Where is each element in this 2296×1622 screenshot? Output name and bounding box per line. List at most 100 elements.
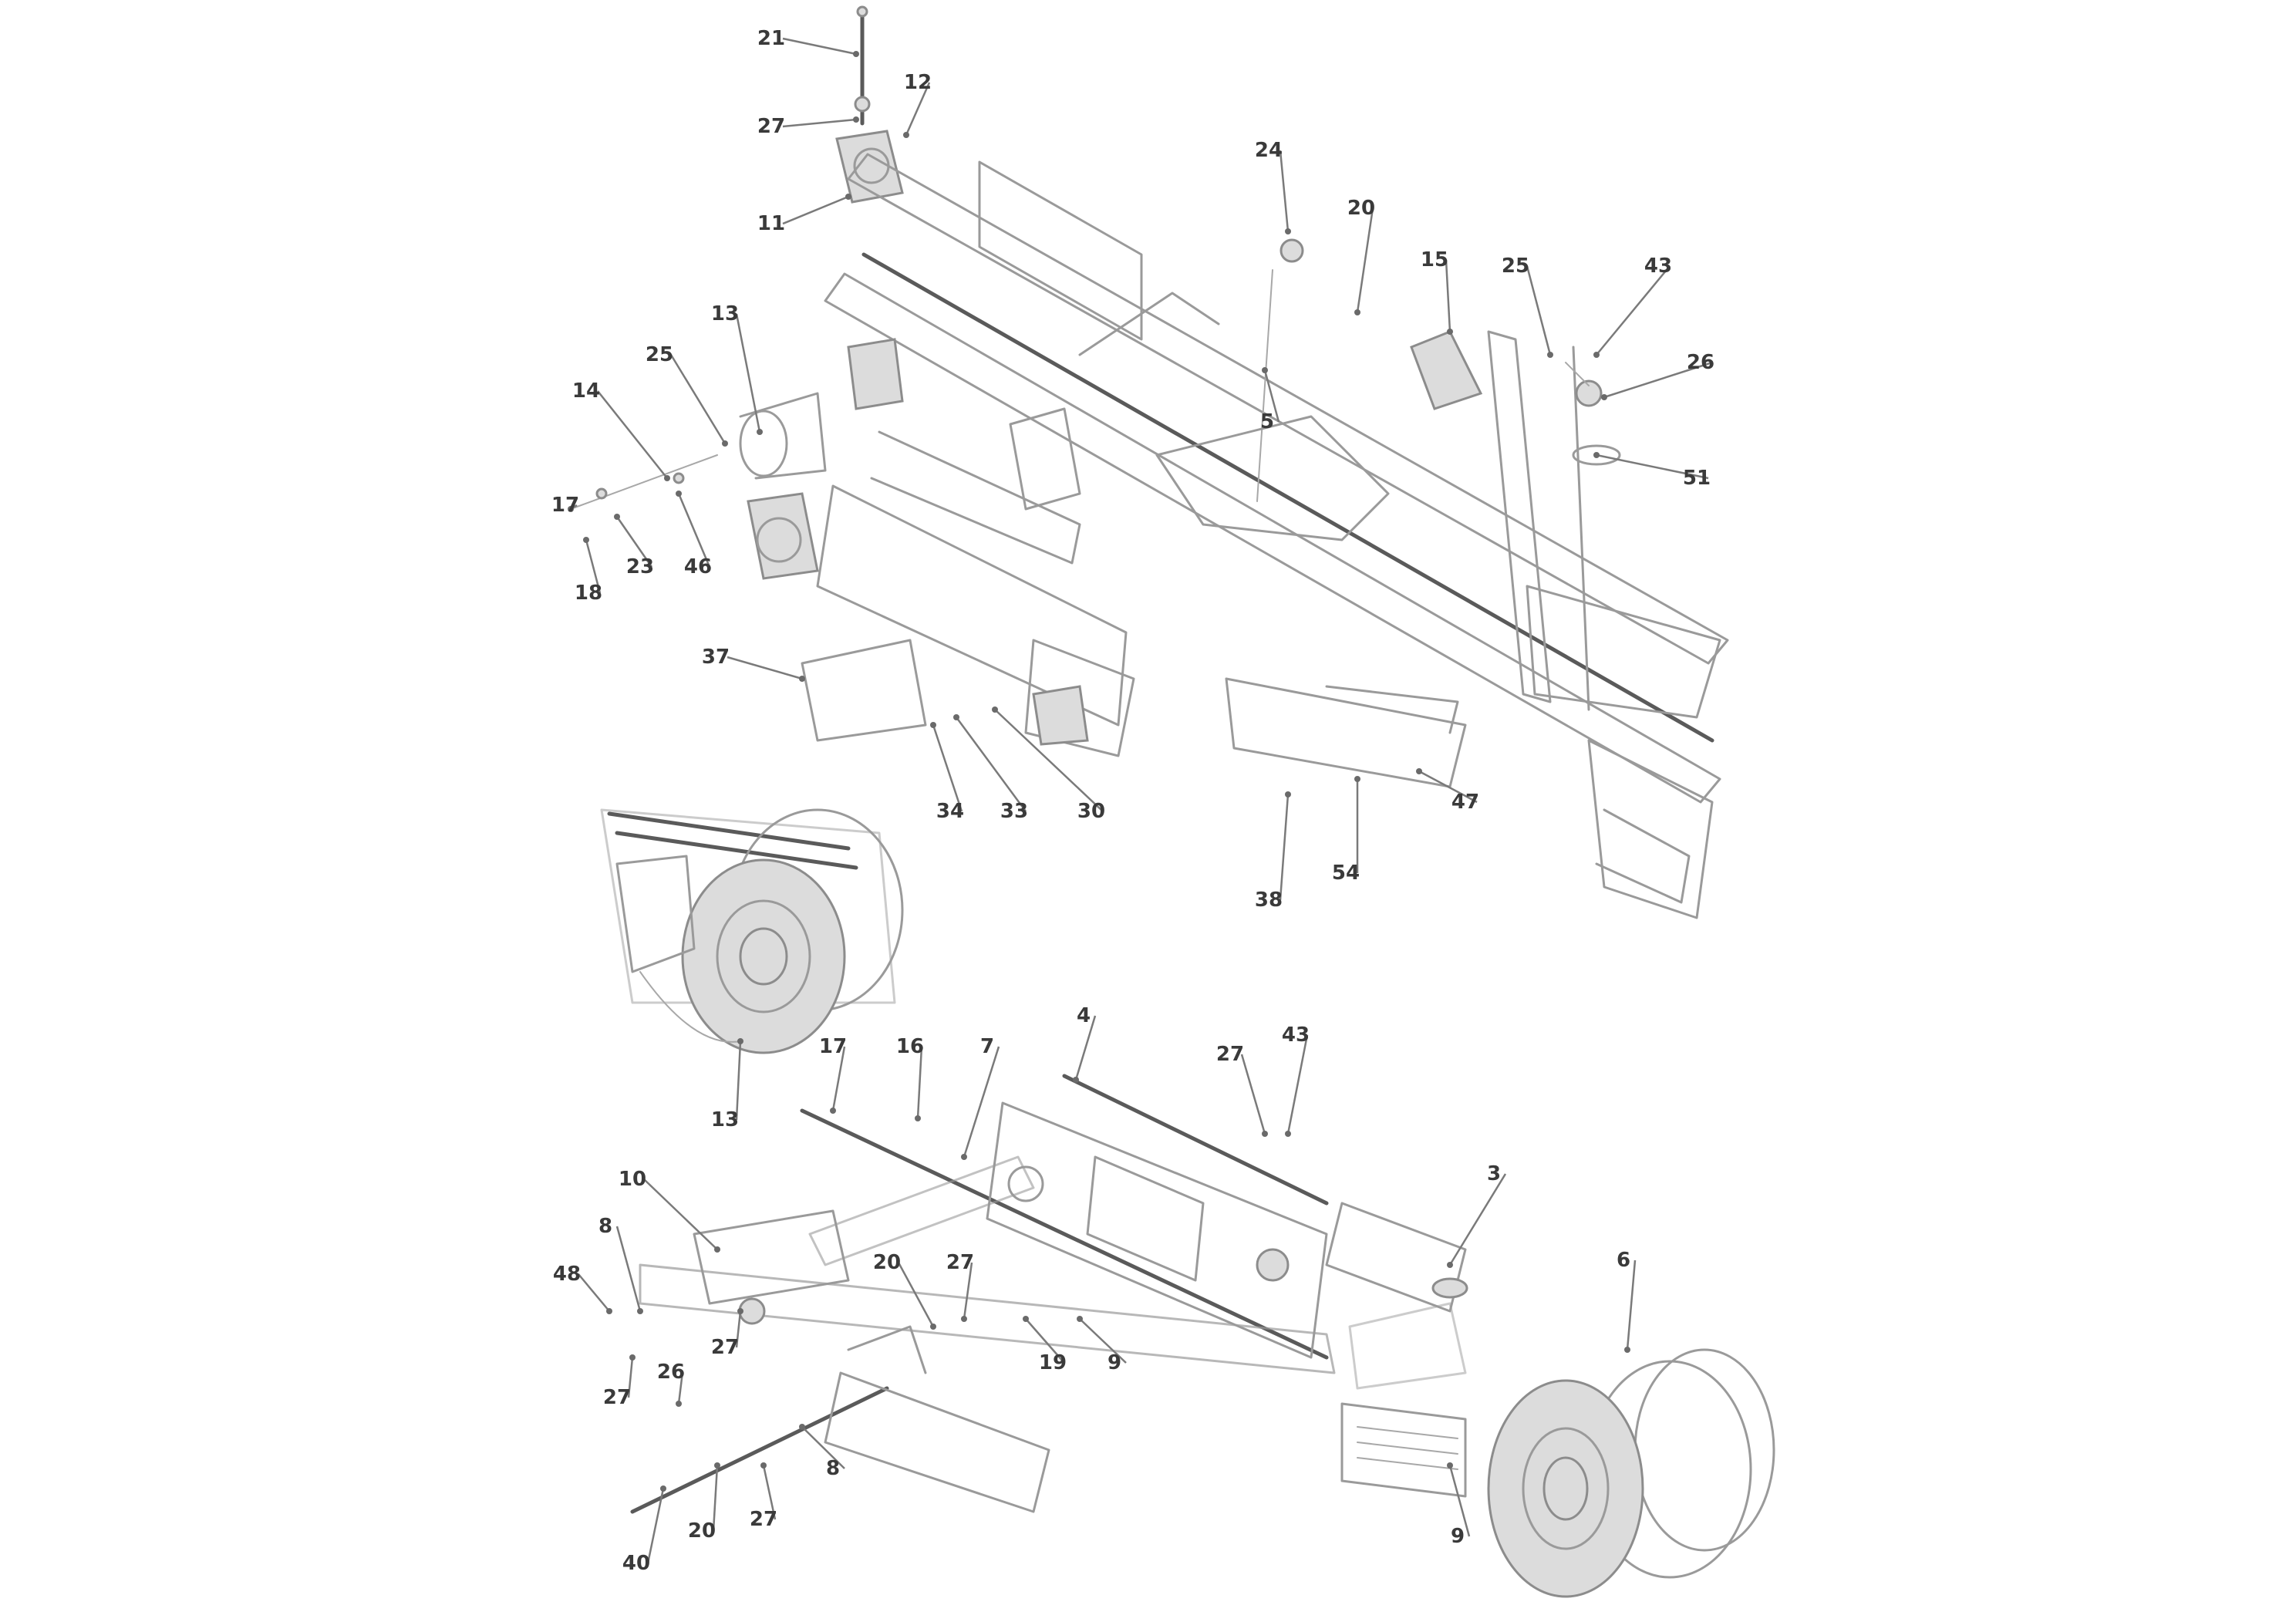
leader-line-c-top-18	[585, 539, 602, 594]
leader-line-c-bot-27d	[627, 1357, 634, 1398]
callout-c-bot-9b: 9	[1451, 1525, 1465, 1548]
leader-dot-c-top-34	[930, 722, 936, 728]
callout-c-top-30: 30	[1077, 800, 1105, 823]
leader-dot-c-bot-27e	[760, 1462, 767, 1469]
callout-c-top-33: 33	[1000, 800, 1028, 823]
leader-line-c-bot-40	[646, 1488, 665, 1564]
callout-c-bot-8b: 8	[826, 1457, 840, 1480]
leader-line-c-bot-27b	[963, 1262, 973, 1320]
callout-c-bot-27b: 27	[946, 1251, 974, 1274]
leader-line-c-bot-43	[1286, 1034, 1309, 1135]
leader-line-c-bot-6	[1626, 1259, 1637, 1351]
callout-c-bot-27c: 27	[711, 1336, 739, 1359]
leader-dot-c-top-25b	[722, 440, 728, 447]
callout-c-top-38: 38	[1255, 889, 1283, 912]
leader-line-c-top-15	[1445, 259, 1451, 332]
leader-line-c-bot-20	[897, 1262, 935, 1327]
leader-line-c-bot-27	[1240, 1054, 1266, 1135]
leader-line-c-bot-3	[1448, 1173, 1507, 1266]
callout-c-bot-19: 19	[1039, 1351, 1067, 1374]
leader-dot-c-top-15	[1447, 329, 1453, 335]
leader-line-c-mid-13	[735, 1040, 742, 1121]
leader-dot-c-bot-43	[1285, 1131, 1291, 1137]
leader-line-c-top-38	[1279, 794, 1290, 901]
leader-line-c-bot-27e	[762, 1465, 777, 1520]
callout-c-bot-7: 7	[980, 1035, 994, 1058]
leader-line-c-top-21	[782, 37, 857, 56]
callout-c-top-15: 15	[1421, 248, 1448, 271]
leader-dot-c-top-21	[853, 51, 859, 57]
leader-line-c-top-12	[905, 82, 931, 136]
leader-line-c-top-43	[1596, 265, 1671, 356]
callout-c-top-17: 17	[551, 494, 579, 517]
leader-line-c-bot-20b	[712, 1465, 719, 1532]
leader-dot-c-bot-19	[1023, 1316, 1029, 1322]
leader-dot-c-top-46	[676, 491, 682, 497]
leader-line-c-top-37	[727, 656, 803, 680]
leader-dot-c-top-20	[1354, 309, 1360, 315]
callout-c-top-46: 46	[684, 555, 712, 578]
leader-dot-c-top-47	[1416, 768, 1422, 774]
callout-c-bot-17: 17	[819, 1035, 847, 1058]
callout-c-bot-43: 43	[1282, 1023, 1310, 1047]
leader-line-c-bot-9b	[1448, 1465, 1471, 1537]
leader-line-c-top-30	[994, 709, 1104, 812]
callout-c-top-21: 21	[757, 27, 785, 50]
leader-dot-c-top-12	[903, 132, 909, 138]
callout-c-top-12: 12	[904, 71, 932, 94]
leader-dot-c-bot-8	[637, 1308, 643, 1314]
bottom-frame-assembly	[630, 1074, 1775, 1598]
leader-dot-c-bot-8b	[799, 1424, 805, 1430]
callout-c-top-13: 13	[711, 302, 739, 325]
leader-dot-c-top-26	[1601, 394, 1607, 400]
callout-c-bot-27: 27	[1216, 1043, 1244, 1066]
leader-line-c-top-26	[1603, 361, 1713, 399]
leader-line-c-top-5	[1263, 369, 1280, 423]
callout-c-bot-9: 9	[1108, 1351, 1121, 1374]
callout-c-top-54: 54	[1332, 862, 1360, 885]
callout-c-bot-27e: 27	[750, 1508, 777, 1531]
leader-dot-c-top-37	[799, 676, 805, 682]
leader-line-c-top-25b	[669, 354, 727, 444]
leader-line-c-top-24	[1279, 150, 1290, 232]
leader-dot-c-top-33	[953, 714, 959, 720]
leader-line-c-bot-16	[916, 1046, 923, 1119]
leader-line-c-top-34	[932, 724, 963, 812]
callout-c-top-43: 43	[1644, 255, 1672, 278]
leader-line-c-top-27	[782, 118, 857, 128]
leader-line-c-bot-8b	[801, 1426, 845, 1469]
leader-dot-c-bot-27c	[737, 1308, 743, 1314]
leader-line-c-bot-19	[1025, 1318, 1065, 1364]
leader-dot-c-bot-4	[1073, 1077, 1079, 1083]
callout-c-bot-10: 10	[619, 1168, 646, 1191]
leader-line-c-top-14	[597, 390, 668, 479]
callout-c-top-11: 11	[757, 212, 785, 235]
callout-c-top-27: 27	[757, 115, 785, 138]
leader-dot-c-top-30	[992, 706, 998, 713]
leader-dot-c-bot-16	[915, 1115, 921, 1121]
callout-c-top-18: 18	[575, 582, 602, 605]
wheel-inset-detail	[600, 808, 904, 1054]
leader-dot-c-bot-9b	[1447, 1462, 1453, 1469]
leader-line-c-bot-17	[831, 1046, 846, 1111]
leader-line-c-top-33	[955, 717, 1027, 812]
callout-c-bot-20: 20	[873, 1251, 901, 1274]
callout-c-bot-8: 8	[598, 1215, 612, 1238]
callout-c-top-47: 47	[1451, 791, 1479, 814]
leader-line-c-bot-7	[963, 1046, 1000, 1158]
leader-dot-c-mid-13	[737, 1038, 743, 1044]
callout-c-top-37: 37	[702, 646, 730, 669]
leader-line-c-bot-27c	[735, 1310, 742, 1348]
leader-dot-c-bot-7	[961, 1154, 967, 1160]
callout-c-top-51: 51	[1683, 467, 1711, 490]
leader-dot-c-bot-17	[830, 1108, 836, 1114]
callout-c-bot-16: 16	[896, 1035, 924, 1058]
leader-line-c-top-51	[1596, 454, 1709, 480]
leader-line-c-bot-48	[578, 1273, 610, 1312]
leader-dot-c-bot-9	[1077, 1316, 1083, 1322]
callout-c-top-24: 24	[1255, 139, 1283, 162]
callout-c-top-34: 34	[936, 800, 964, 823]
callout-c-top-14: 14	[572, 379, 600, 403]
leader-dot-c-top-14	[664, 475, 670, 481]
